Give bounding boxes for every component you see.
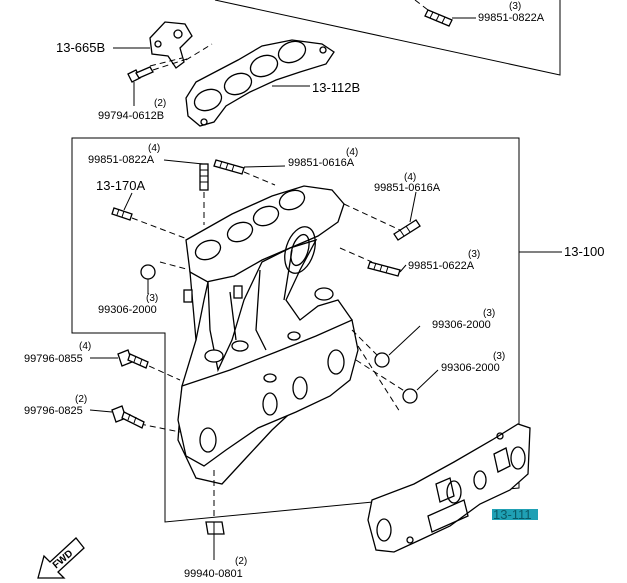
lower-gasket-group-label[interactable]: 13-111 — [493, 507, 532, 522]
stud-c-part-number[interactable]: 99851-0616A — [374, 182, 441, 194]
bolt-a-part-number[interactable]: 99796-0855 — [24, 353, 83, 365]
stud-diagonal-top[interactable] — [213, 159, 245, 175]
top-right-qty: (3) — [509, 1, 521, 12]
stud-d-qty: (3) — [468, 249, 480, 260]
bolt-b-qty: (2) — [75, 394, 87, 405]
plug-right[interactable] — [402, 388, 418, 404]
intake-manifold[interactable] — [177, 185, 359, 485]
stud-a-part-number[interactable]: 99851-0822A — [88, 154, 155, 166]
plug-left[interactable] — [140, 264, 156, 280]
stud-b-part-number[interactable]: 99851-0616A — [288, 157, 355, 169]
labels: (3) 99851-0822A 13-665B 13-112B (2) 9979… — [24, 1, 604, 580]
bolt-short[interactable] — [111, 405, 145, 429]
upper-gasket[interactable] — [185, 37, 335, 127]
bolt-a-qty: (4) — [79, 341, 91, 352]
top-right-part-number[interactable]: 99851-0822A — [478, 12, 545, 24]
plug-a-qty: (3) — [146, 293, 158, 304]
assembly-frame — [71, 137, 520, 523]
nut[interactable] — [205, 521, 225, 535]
bolt-upper-part-number[interactable]: 99794-0612B — [98, 110, 164, 122]
plug-c-qty: (3) — [493, 351, 505, 362]
bolt-b-part-number[interactable]: 99796-0825 — [24, 405, 83, 417]
upper-gasket-group-label[interactable]: 13-112B — [312, 80, 360, 95]
plug-a-part-number[interactable]: 99306-2000 — [98, 304, 157, 316]
stud-b-qty: (4) — [346, 147, 358, 158]
lower-gasket[interactable] — [367, 423, 531, 553]
upper-bolt[interactable] — [127, 66, 154, 83]
plug-middle[interactable] — [374, 352, 390, 368]
stud-right-lower[interactable] — [367, 261, 401, 277]
manifold-stud[interactable] — [111, 207, 133, 221]
bolt-long[interactable] — [117, 349, 149, 369]
plug-b-part-number[interactable]: 99306-2000 — [432, 319, 491, 331]
upper-bracket[interactable] — [149, 21, 193, 69]
manifold-group-label[interactable]: 13-170A — [96, 178, 145, 193]
bracket-group-label[interactable]: 13-665B — [56, 40, 105, 55]
stud-right-upper[interactable] — [393, 219, 421, 241]
plug-c-part-number[interactable]: 99306-2000 — [441, 362, 500, 374]
highlight-box — [492, 509, 538, 520]
stud-vertical[interactable] — [199, 163, 209, 191]
assembly-group-label[interactable]: 13-100 — [564, 244, 604, 259]
upper-right-stud[interactable] — [424, 9, 453, 27]
upper-frame — [214, 0, 561, 76]
nut-part-number[interactable]: 99940-0801 — [184, 568, 243, 580]
stud-c-qty: (4) — [404, 172, 416, 183]
nut-qty: (2) — [235, 556, 247, 567]
plug-b-qty: (3) — [483, 308, 495, 319]
stud-a-qty: (4) — [148, 143, 160, 154]
bolt-upper-qty: (2) — [154, 98, 166, 109]
forward-arrow-icon — [37, 537, 85, 579]
stud-d-part-number[interactable]: 99851-0622A — [408, 260, 475, 272]
